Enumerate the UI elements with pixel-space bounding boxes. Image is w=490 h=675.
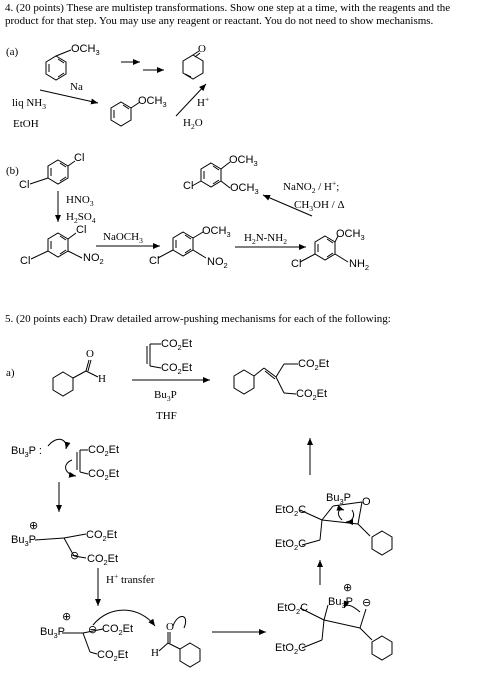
reagent-h2o: H2O	[183, 117, 203, 132]
aldehyde-o: O	[86, 348, 94, 360]
step3-co2et-bottom: CO2Et	[97, 649, 129, 664]
step3-aldehyde-h: H	[151, 647, 159, 659]
reagent-nano2: NaNO2 / H+;	[283, 178, 340, 196]
step3-bu3p: Bu3P	[40, 626, 65, 641]
q4-line-2: product for that step. You may use any r…	[5, 15, 434, 27]
reagent-liq-nh3: liq NH3	[12, 97, 46, 112]
target-cl: Cl	[183, 180, 194, 192]
aldehyde-h: H	[98, 373, 106, 385]
step5-bu3p: Bu3P	[326, 492, 351, 507]
methoxy-nitro-no2: NO2	[207, 256, 228, 271]
part-b-label: (b)	[6, 165, 19, 177]
step4-eto2c-top: EtO2C	[277, 602, 309, 617]
dichloronitrobenzene-structure	[30, 232, 83, 260]
reagent-ch3oh: CH3OH / Δ	[294, 199, 345, 214]
methoxy-nitro-cl: Cl	[149, 255, 160, 267]
dimethoxy-target-structure	[191, 161, 231, 189]
cyclohexenone-structure	[182, 50, 204, 80]
step3-plus: ⊕	[62, 611, 72, 623]
nitro-no2: NO2	[83, 252, 104, 267]
dihydroanisole-structure	[110, 101, 141, 127]
dichloro-cl-top: Cl	[74, 152, 85, 164]
step1-co2et-bottom: CO2Et	[88, 468, 120, 483]
step3-minus: ⊖	[88, 624, 98, 636]
reagent-h-plus: H+	[197, 94, 210, 109]
q5-line: 5. (20 points each) Draw detailed arrow-…	[5, 313, 391, 325]
aniline-och3: OCH3	[336, 228, 365, 243]
reagent-h-transfer: H+ transfer	[106, 571, 155, 586]
diene-och3-label: OCH3	[138, 95, 167, 110]
aniline-structure	[299, 235, 349, 263]
q4-line-1: 4. (20 points) These are multistep trans…	[5, 2, 451, 14]
target-och3-bottom: OCH3	[230, 182, 259, 197]
nitro-cl-left: Cl	[20, 255, 31, 267]
step1-maleate-structure	[76, 449, 89, 475]
methoxynitro-structure	[157, 231, 207, 259]
bu3p-nucleophile: Bu3P :	[11, 445, 42, 460]
aniline-nh2: NH2	[349, 258, 370, 273]
step3-aldehyde-o: O	[166, 621, 174, 633]
aniline-cl: Cl	[291, 258, 302, 270]
reagent-hydrazine: H2N-NH2	[244, 232, 287, 247]
step3-co2et-top: CO2Et	[102, 623, 134, 638]
ketone-oxygen-label: O	[198, 43, 206, 55]
step5-eto2c-bottom: EtO2C	[275, 538, 307, 553]
dichloro-cl-left: Cl	[19, 179, 30, 191]
step5-o: O	[362, 496, 371, 508]
step3-aldehyde-structure	[158, 632, 201, 668]
maleate-co2et-bottom: CO2Et	[161, 362, 193, 377]
part-5a-label: a)	[6, 367, 15, 379]
step2-co2et-bottom: CO2Et	[87, 553, 119, 568]
reagent-bu3p: Bu3P	[154, 389, 177, 404]
reagent-na: Na	[70, 81, 83, 93]
reagent-thf: THF	[156, 410, 177, 422]
anisole-structure	[45, 49, 72, 81]
step5-eto2c-top: EtO2C	[275, 504, 307, 519]
step2-plus: ⊕	[29, 520, 39, 532]
alkene-product-structure	[233, 363, 298, 395]
step4-plus: ⊕	[343, 582, 353, 594]
dichlorobenzene-structure	[29, 159, 76, 185]
reagent-hno3: HNO3	[66, 194, 94, 209]
reagent-h2so4: H2SO4	[66, 211, 96, 226]
step4-minus: ⊖	[362, 597, 372, 609]
anisole-och3-label: OCH3	[71, 43, 100, 58]
reagent-naoch3: NaOCH3	[103, 231, 143, 246]
methoxy-nitro-och3: OCH3	[202, 225, 231, 240]
step2-bu3p: Bu3P	[11, 534, 36, 549]
target-och3-top: OCH3	[229, 154, 258, 169]
product-co2et-1: CO2Et	[298, 358, 330, 373]
part-a-label: (a)	[6, 46, 19, 58]
nitro-cl-top: Cl	[76, 224, 87, 236]
step2-co2et-top: CO2Et	[86, 529, 118, 544]
reagent-etoh: EtOH	[13, 118, 39, 130]
maleate-co2et-top: CO2Et	[161, 338, 193, 353]
step1-co2et-top: CO2Et	[88, 444, 120, 459]
cyclohexanecarbaldehyde-structure	[52, 359, 99, 397]
product-co2et-2: CO2Et	[296, 388, 328, 403]
maleate-structure	[146, 343, 162, 369]
